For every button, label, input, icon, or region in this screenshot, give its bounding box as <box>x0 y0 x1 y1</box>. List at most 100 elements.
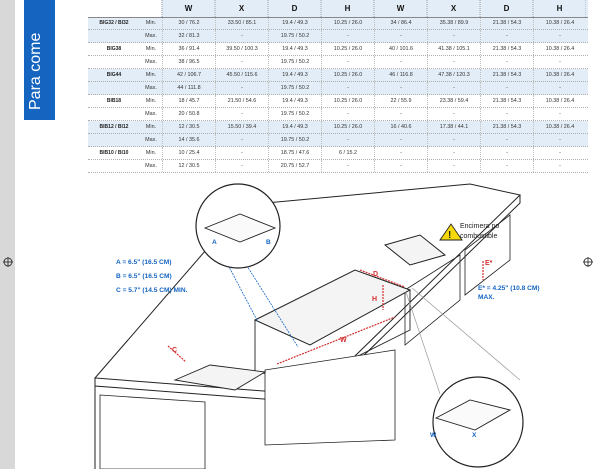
table-cell: 21.38 / 54.3 <box>480 17 533 29</box>
table-cell: 19.4 / 49.3 <box>268 121 321 133</box>
header-d2: D <box>480 0 533 17</box>
table-cell: 10.25 / 26.0 <box>321 17 374 29</box>
table-cell: - <box>533 108 586 120</box>
row-label: Max. <box>145 85 157 91</box>
header-w: W <box>162 0 215 17</box>
table-cell: 30 / 76.2 <box>162 17 215 29</box>
table-cell: - <box>215 30 268 42</box>
table-cell: - <box>480 56 533 68</box>
table-cell: - <box>215 147 268 159</box>
e-note-line-2: MAX. <box>478 294 495 301</box>
table-cell: - <box>374 160 427 172</box>
table-cell: - <box>480 30 533 42</box>
table-cell: 45.50 / 115.6 <box>215 69 268 81</box>
table-cell: 10.38 / 26.4 <box>533 17 586 29</box>
header-h: H <box>321 0 374 17</box>
table-cell: 33.50 / 85.1 <box>215 17 268 29</box>
table-cell: 21.38 / 54.3 <box>480 69 533 81</box>
model-name: BIG32 / BI32 <box>99 20 129 26</box>
dim-b-text: B = 6.5" (16.5 CM) <box>116 273 172 280</box>
table-cell: - <box>374 82 427 94</box>
table-cell: - <box>374 147 427 159</box>
model-name: BIB10 / BI10 <box>99 150 129 156</box>
dim-h-label: H <box>372 296 377 303</box>
table-cell: - <box>480 82 533 94</box>
table-cell: - <box>321 56 374 68</box>
row-label: Max. <box>145 137 157 143</box>
table-row: Max.32 / 81.3-19.75 / 50.2----- <box>88 30 588 43</box>
table-cell: - <box>215 56 268 68</box>
registration-mark-right <box>583 257 593 267</box>
table-cell: 47.38 / 120.3 <box>427 69 480 81</box>
table-cell: - <box>427 134 480 146</box>
dim-c-text: C = 5.7" (14.5 CM) MIN. <box>116 287 188 294</box>
header-x: X <box>215 0 268 17</box>
table-cell: 19.75 / 50.2 <box>268 30 321 42</box>
cabinet-door-far <box>464 214 511 296</box>
table-row: Max.20 / 50.8-19.75 / 50.2----- <box>88 108 588 121</box>
table-cell: 10.38 / 26.4 <box>533 95 586 107</box>
table-cell: 46 / 116.8 <box>374 69 427 81</box>
table-cell: - <box>321 160 374 172</box>
table-cell: 14 / 35.6 <box>162 134 215 146</box>
table-cell: - <box>215 82 268 94</box>
warning-line-2: combustible <box>460 233 497 240</box>
table-cell: - <box>427 160 480 172</box>
table-cell: - <box>533 30 586 42</box>
callout-leader-2 <box>216 243 259 323</box>
table-cell: - <box>374 56 427 68</box>
table-cell: - <box>533 56 586 68</box>
row-label: Min. <box>145 46 157 52</box>
table-cell: 21.50 / 54.6 <box>215 95 268 107</box>
cabinet-door-right <box>404 254 461 346</box>
row-label: Min. <box>145 20 157 26</box>
table-cell: 32 / 81.3 <box>162 30 215 42</box>
table-cell: 44 / 111.8 <box>162 82 215 94</box>
table-cell: - <box>480 160 533 172</box>
table-row: Max.14 / 35.6-19.75 / 50.2----- <box>88 134 588 147</box>
row-label: Max. <box>145 111 157 117</box>
callout-leader-3 <box>405 291 441 395</box>
table-cell: 19.75 / 50.2 <box>268 56 321 68</box>
row-label: Min. <box>145 150 157 156</box>
table-cell: 10.25 / 26.0 <box>321 121 374 133</box>
row-label: Min. <box>145 72 157 78</box>
table-cell: - <box>215 108 268 120</box>
dim-d-line <box>359 269 406 288</box>
table-cell: 10.38 / 26.4 <box>533 121 586 133</box>
model-name: BIB12 / BI12 <box>99 124 129 130</box>
dim-a-text: A = 6.5" (16.5 CM) <box>116 259 171 266</box>
row-label: Max. <box>145 33 157 39</box>
side-burner-cutout <box>383 234 447 266</box>
left-margin-strip <box>0 0 15 469</box>
table-cell: - <box>533 134 586 146</box>
table-cell: 19.4 / 49.3 <box>268 17 321 29</box>
table-cell: - <box>321 134 374 146</box>
table-cell: 10.25 / 26.0 <box>321 69 374 81</box>
dim-c-label: C <box>172 347 177 354</box>
table-cell: - <box>321 30 374 42</box>
table-cell: - <box>427 56 480 68</box>
dim-c-line <box>167 345 187 363</box>
table-cell: 19.4 / 49.3 <box>268 43 321 55</box>
table-cell: 19.75 / 50.2 <box>268 108 321 120</box>
table-cell: 23.38 / 59.4 <box>427 95 480 107</box>
row-label: Min. <box>145 124 157 130</box>
table-cell: 15.50 / 39.4 <box>215 121 268 133</box>
table-cell: - <box>374 134 427 146</box>
row-label: Max. <box>145 163 157 169</box>
table-header: W X D H W X D H <box>88 0 588 17</box>
table-cell: 19.4 / 49.3 <box>268 69 321 81</box>
section-tab: Para come <box>24 0 55 120</box>
table-cell: - <box>533 147 586 159</box>
table-cell: - <box>427 108 480 120</box>
table-cell: 39.50 / 100.3 <box>215 43 268 55</box>
table-cell: - <box>427 82 480 94</box>
table-cell: 38 / 96.5 <box>162 56 215 68</box>
table-cell: 22 / 55.9 <box>374 95 427 107</box>
